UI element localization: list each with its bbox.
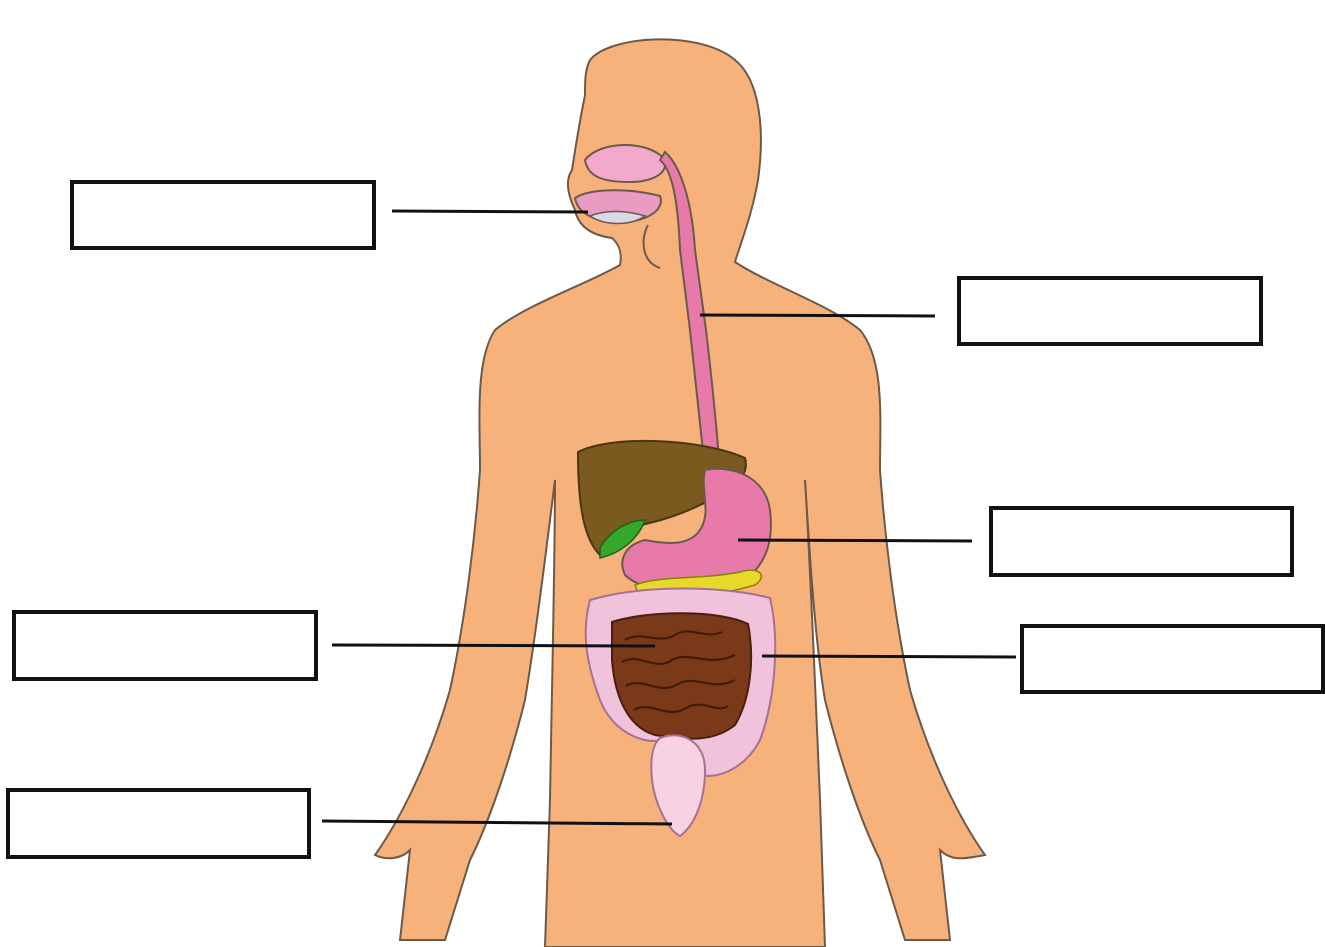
leader-line-esophagus bbox=[700, 315, 935, 316]
label-box-large-intestine[interactable] bbox=[1020, 624, 1325, 694]
label-box-stomach[interactable] bbox=[989, 506, 1294, 577]
label-box-small-intestine[interactable] bbox=[12, 610, 318, 681]
leader-line-large-intestine bbox=[762, 656, 1016, 657]
label-box-mouth[interactable] bbox=[70, 180, 376, 250]
label-box-esophagus[interactable] bbox=[957, 276, 1263, 346]
leader-line-stomach bbox=[738, 540, 972, 541]
label-box-rectum[interactable] bbox=[6, 788, 311, 859]
leader-line-small-intestine bbox=[332, 645, 655, 646]
nasal-cavity bbox=[585, 145, 665, 182]
leader-line-mouth bbox=[392, 211, 588, 212]
